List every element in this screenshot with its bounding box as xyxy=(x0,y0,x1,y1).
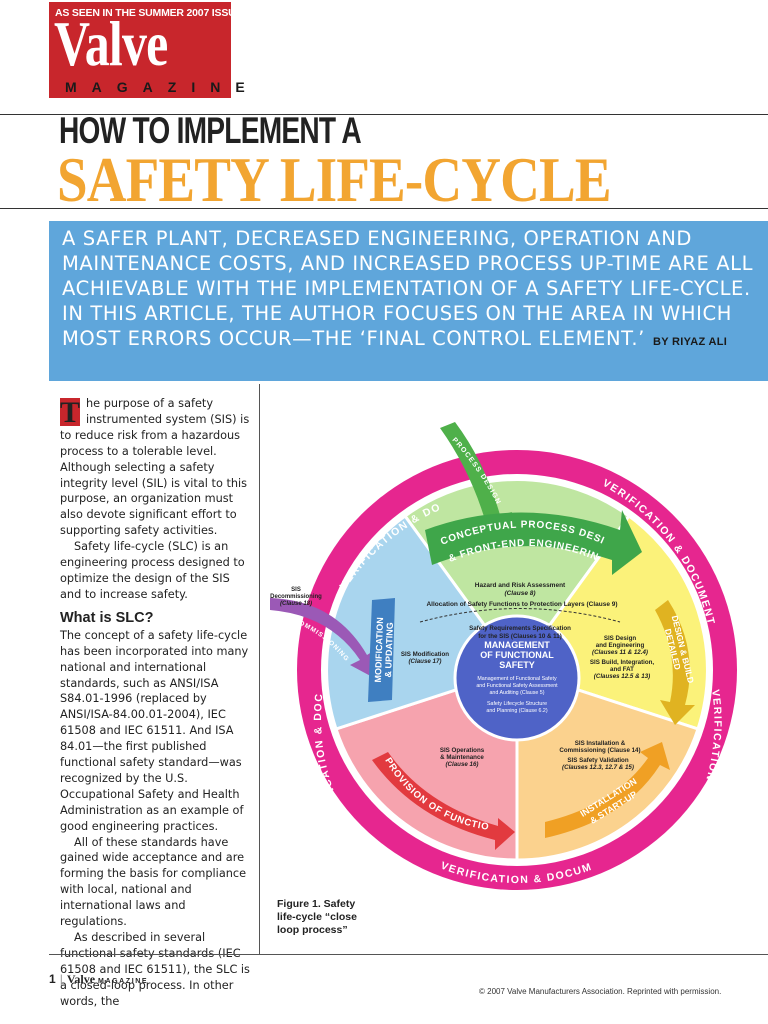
paragraph-5: As described in several functional safet… xyxy=(60,931,250,1008)
deck-box: A SAFER PLANT, DECREASED ENGINEERING, OP… xyxy=(49,221,768,381)
hazard-clause: (Clause 8) xyxy=(504,590,535,597)
headline-bottom-rule xyxy=(0,208,768,209)
magazine-label: MAGAZINE xyxy=(65,79,260,95)
safety-lifecycle-diagram: PROCESS DESIGN DECOMMISSIONING VERIFICAT… xyxy=(262,420,737,890)
valve-logo: Valve xyxy=(54,8,168,79)
srs-line1: Safety Requirements Specification xyxy=(469,625,571,632)
sis-mod-line2: (Clause 17) xyxy=(408,658,441,665)
center-line6: and Auditing (Clause 5) xyxy=(489,690,544,696)
center-line3: SAFETY xyxy=(499,660,535,670)
ops-line3: (Clause 16) xyxy=(445,761,478,768)
figure-caption: Figure 1. Safety life-cycle “close loop … xyxy=(277,898,357,936)
sis-mod-line1: SIS Modification xyxy=(401,651,449,658)
paragraph-1-text: he purpose of a safety instrumented syst… xyxy=(60,397,250,538)
deck-text: A SAFER PLANT, DECREASED ENGINEERING, OP… xyxy=(62,226,760,351)
modification-banner-line1: MODIFICATION xyxy=(373,617,385,683)
copyright: © 2007 Valve Manufacturers Association. … xyxy=(479,987,722,996)
deck-body: A SAFER PLANT, DECREASED ENGINEERING, OP… xyxy=(62,227,754,350)
footer-logo: Valve xyxy=(66,972,96,986)
paragraph-4: All of these standards have gained wide … xyxy=(60,835,247,929)
provision-banner xyxy=(372,752,515,850)
hazard-label: Hazard and Risk Assessment xyxy=(475,582,566,589)
decom-line1: SIS xyxy=(291,587,301,593)
install-line2: Commissioning (Clause 14) xyxy=(559,747,640,754)
drop-cap: T xyxy=(60,396,81,429)
headline-line1: HOW TO IMPLEMENT A xyxy=(59,110,362,151)
center-line2: OF FUNCTIONAL xyxy=(480,650,554,660)
ops-line2: & Maintenance xyxy=(440,754,484,761)
paragraph-3: The concept of a safety life-cycle has b… xyxy=(60,628,249,833)
srs-line2: for the SIS (Clauses 10 & 11) xyxy=(478,633,562,640)
center-line5: and Functional Safety Assessment xyxy=(476,683,558,689)
decom-line2: Decommissioning xyxy=(270,594,322,600)
build-line1: SIS Build, Integration, xyxy=(590,659,655,666)
build-line2: and FAT xyxy=(610,666,634,673)
install-line1: SIS Installation & xyxy=(575,740,626,747)
headline-top-rule xyxy=(0,114,768,115)
dashed-arc xyxy=(419,608,621,623)
folio-separator: | xyxy=(59,972,63,986)
page-number: 1 xyxy=(49,972,56,986)
byline: BY RIYAZ ALI xyxy=(652,336,728,348)
modification-banner xyxy=(368,598,395,702)
modification-banner-line2: & UPDATING xyxy=(383,622,395,678)
footer-rule xyxy=(49,954,768,955)
section-heading: What is SLC? xyxy=(60,609,154,626)
footer-magazine: MAGAZINE xyxy=(98,978,149,985)
center-line1: MANAGEMENT xyxy=(484,640,550,650)
decommissioning-arrow xyxy=(270,598,378,680)
paragraph-2: Safety life-cycle (SLC) is an engineerin… xyxy=(60,540,245,601)
ops-line1: SIS Operations xyxy=(440,747,485,754)
center-circle xyxy=(453,614,581,742)
allocation-label: Allocation of Safety Functions to Protec… xyxy=(426,601,617,608)
design-line3: (Clauses 11 & 12.4) xyxy=(592,649,648,656)
headline-line2: SAFETY LIFE-CYCLE xyxy=(57,144,612,215)
center-line7: Safety Lifecycle Structure xyxy=(487,701,547,707)
column-divider xyxy=(259,384,260,954)
install-line4: (Clauses 12.3, 12.7 & 15) xyxy=(562,764,634,771)
design-line1: SIS Design xyxy=(604,635,637,642)
build-line3: (Clauses 12.5 & 13) xyxy=(594,673,650,680)
conceptual-banner xyxy=(425,510,642,575)
design-line2: and Engineering xyxy=(596,642,645,649)
decom-line3: (Clause 18) xyxy=(280,601,312,607)
detailed-banner xyxy=(655,600,695,725)
center-line8: and Planning (Clause 6.2) xyxy=(486,708,547,714)
center-line4: Management of Functional Safety xyxy=(477,676,557,682)
install-line3: SIS Safety Validation xyxy=(567,757,628,764)
install-banner xyxy=(545,742,670,838)
seen-in-label: AS SEEN IN THE SUMMER 2007 ISSUE OF... xyxy=(55,7,267,19)
masthead: AS SEEN IN THE SUMMER 2007 ISSUE OF... V… xyxy=(49,2,266,98)
